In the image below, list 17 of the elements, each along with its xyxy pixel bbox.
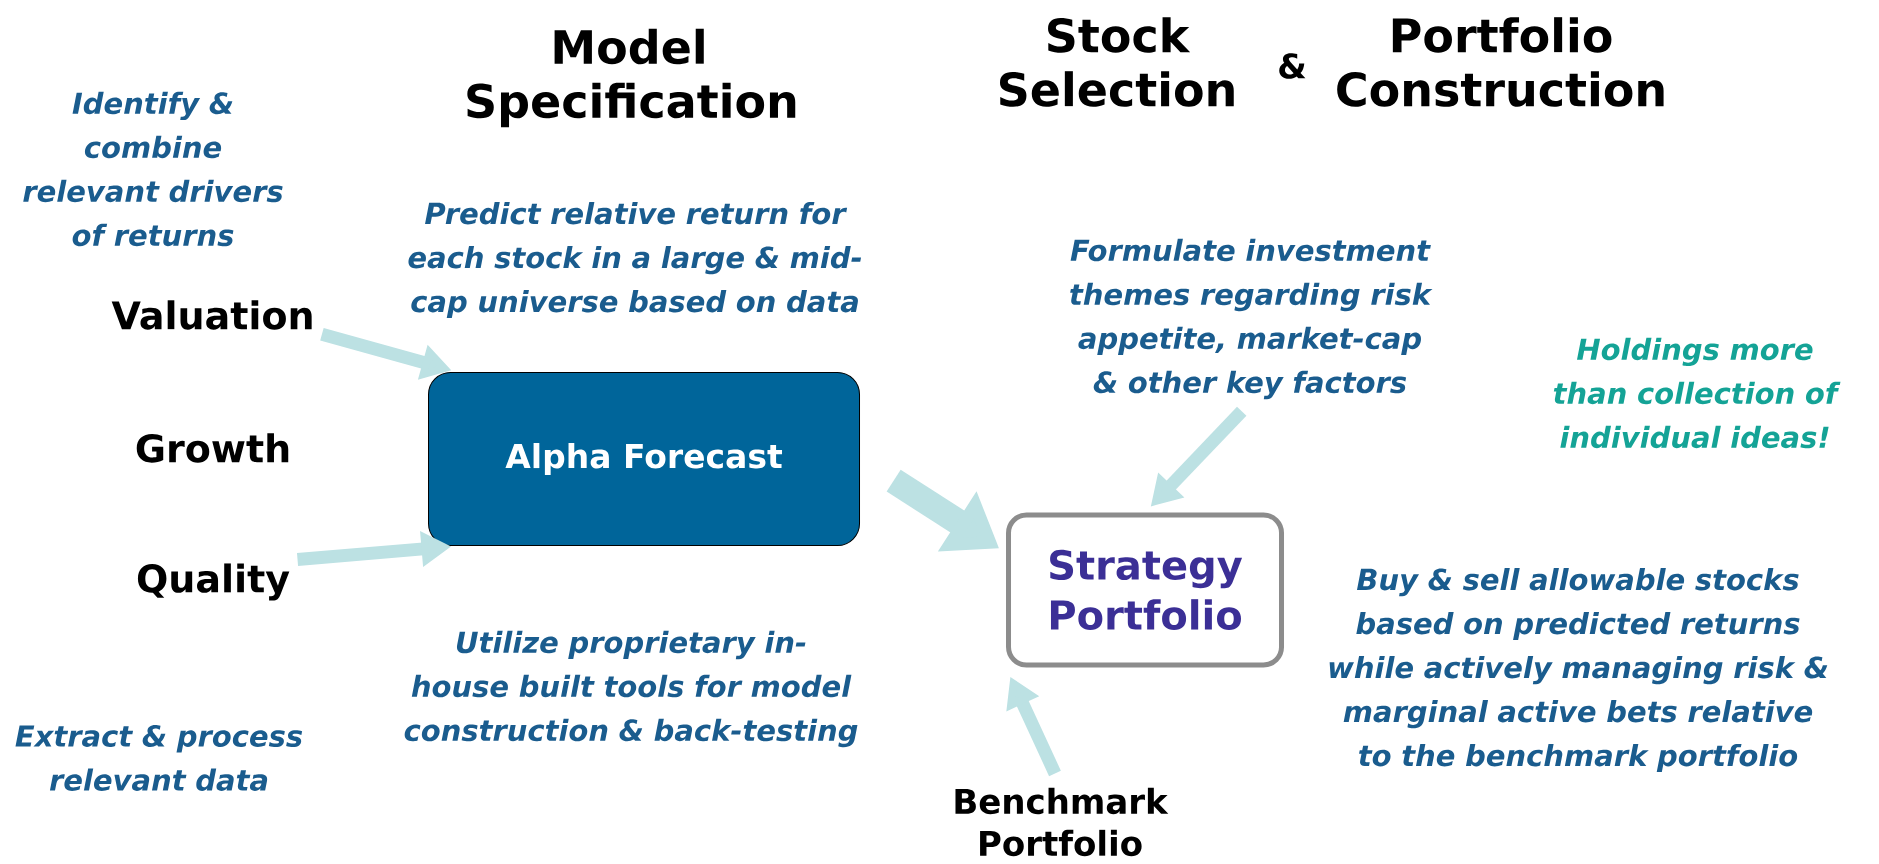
- note-text: Formulate investment themes regarding risk appetite, market-cap & other key factors: [1070, 238, 1433, 400]
- note-text: Buy & sell allowable stocks based on predicted returns while actively managing risk & marginal active bets relative to the benchmark portfolio: [1329, 567, 1828, 772]
- note-text: Utilize proprietary in-house built tools for model construction & back-testing: [404, 630, 858, 748]
- heading: Stock Selection: [1000, 17, 1234, 107]
- process-box: Alpha Forecast: [428, 372, 860, 546]
- heading: &: [1279, 53, 1306, 79]
- note-text: Predict relative return for each stock in a large & mid-cap universe based on data: [408, 201, 862, 318]
- heading: Model Specification: [467, 28, 796, 128]
- note-text: Holdings more than collection of individual ideas!: [1553, 337, 1841, 449]
- factor-label: Quality: [137, 563, 290, 601]
- factor-label: Growth: [136, 433, 289, 463]
- portfolio-label: Benchmark Portfolio: [955, 787, 1169, 857]
- note-text: Extract & process relevant data: [15, 725, 303, 791]
- portfolio-box: Strategy Portfolio: [1006, 512, 1284, 668]
- heading: Portfolio Construction: [1337, 17, 1664, 107]
- factor-label: Valuation: [111, 300, 312, 330]
- note-text: Identify & combine relevant drivers of returns: [23, 91, 283, 247]
